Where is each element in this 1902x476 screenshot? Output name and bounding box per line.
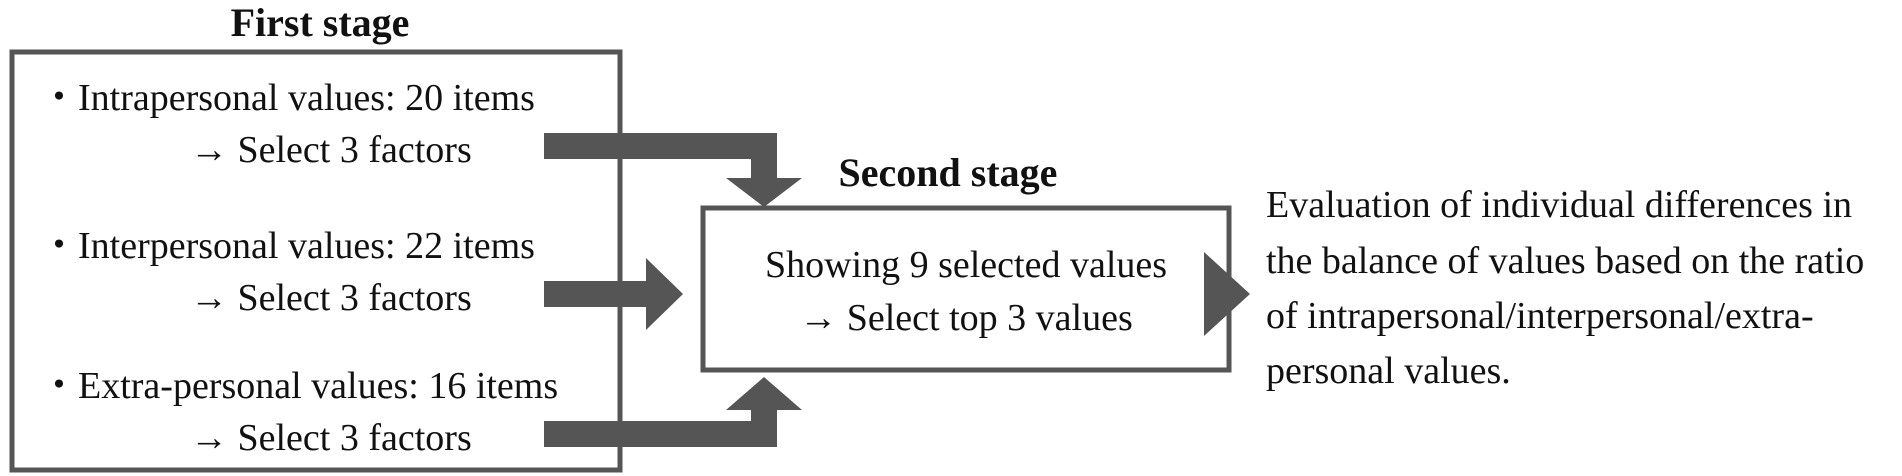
- second-stage-select-top-values: → Select top 3 values: [799, 297, 1132, 339]
- arrow-extra-personal-to-second-stage: [544, 377, 802, 447]
- arrow-second-stage-to-result: [1204, 252, 1250, 336]
- arrow-intrapersonal-to-second-stage: [544, 133, 802, 207]
- result-line-3: of intrapersonal/interpersonal/extra-: [1266, 295, 1814, 337]
- intrapersonal-values-label: ・Intrapersonal values: 20 items: [40, 77, 535, 119]
- second-stage-title: Second stage: [839, 150, 1058, 195]
- second-stage-showing-values: Showing 9 selected values: [765, 244, 1167, 286]
- first-stage-box: [9, 49, 623, 473]
- result-line-2: the balance of values based on the ratio: [1266, 240, 1864, 282]
- result-line-1: Evaluation of individual differences in: [1266, 184, 1852, 226]
- first-stage-title: First stage: [231, 0, 410, 45]
- interpersonal-values-label: ・Interpersonal values: 22 items: [40, 225, 535, 267]
- extra-personal-values-label: ・Extra-personal values: 16 items: [40, 365, 558, 407]
- result-line-4: personal values.: [1266, 350, 1511, 392]
- extra-personal-select-factors: → Select 3 factors: [190, 417, 472, 459]
- second-stage-box: [700, 205, 1232, 373]
- interpersonal-select-factors: → Select 3 factors: [190, 277, 472, 319]
- intrapersonal-select-factors: → Select 3 factors: [190, 129, 472, 171]
- arrow-interpersonal-to-second-stage: [544, 258, 683, 330]
